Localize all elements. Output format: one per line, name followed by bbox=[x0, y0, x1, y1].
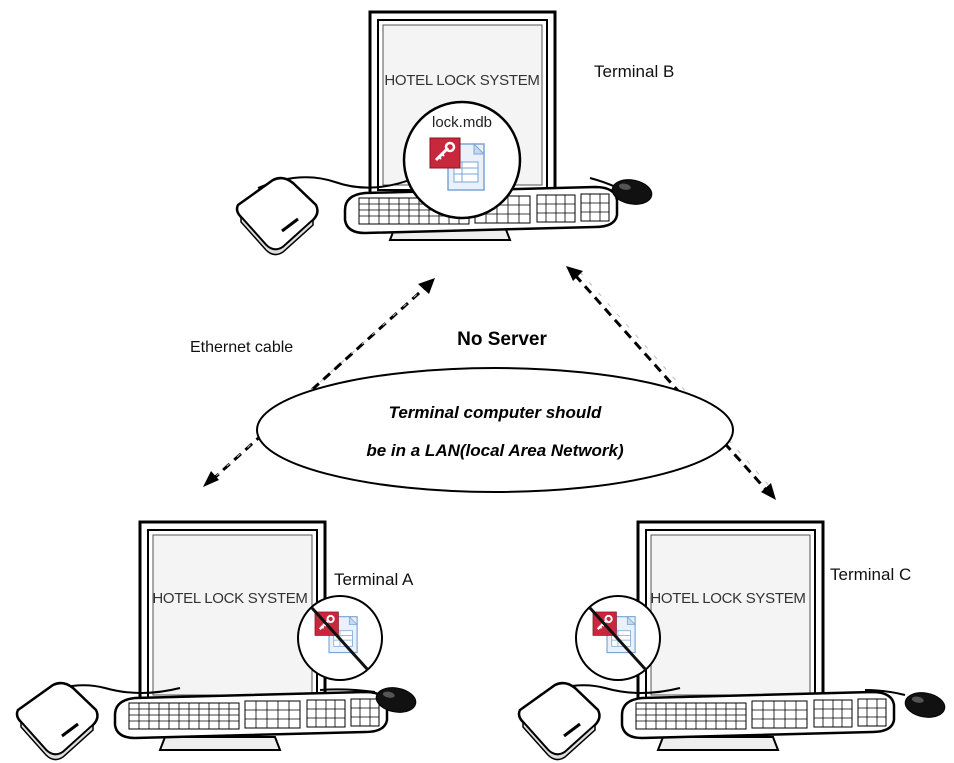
card-encoder-icon bbox=[517, 681, 601, 762]
keyboard-icon bbox=[620, 690, 896, 740]
lan-ellipse bbox=[256, 367, 734, 493]
screen-text-b: HOTEL LOCK SYSTEM bbox=[384, 72, 539, 89]
terminal-a-label: Terminal A bbox=[334, 570, 414, 589]
database-filename: lock.mdb bbox=[432, 114, 492, 131]
screen-text-c: HOTEL LOCK SYSTEM bbox=[650, 590, 805, 607]
ethernet-link-b-c bbox=[566, 266, 776, 500]
screen-text-a: HOTEL LOCK SYSTEM bbox=[152, 590, 307, 607]
terminal-c-label: Terminal C bbox=[830, 565, 911, 584]
terminal-a: HOTEL LOCK SYSTEM Terminal A bbox=[15, 520, 419, 762]
diagram-title: No Server bbox=[457, 329, 547, 350]
terminal-b-label: Terminal B bbox=[594, 62, 674, 81]
ethernet-cable-label: Ethernet cable bbox=[190, 339, 293, 356]
terminal-c: HOTEL LOCK SYSTEM Terminal C bbox=[517, 520, 948, 762]
mouse-icon bbox=[902, 689, 948, 721]
terminal-b: HOTEL LOCK SYSTEM lock.mdb Terminal B bbox=[235, 10, 674, 257]
lan-note-line-2: be in a LAN(local Area Network) bbox=[366, 441, 624, 460]
keyboard-icon bbox=[113, 690, 389, 740]
card-encoder-icon bbox=[15, 681, 99, 762]
ethernet-link-a-b bbox=[203, 278, 435, 487]
lan-note-line-1: Terminal computer should bbox=[389, 403, 602, 422]
card-encoder-icon bbox=[235, 176, 319, 257]
